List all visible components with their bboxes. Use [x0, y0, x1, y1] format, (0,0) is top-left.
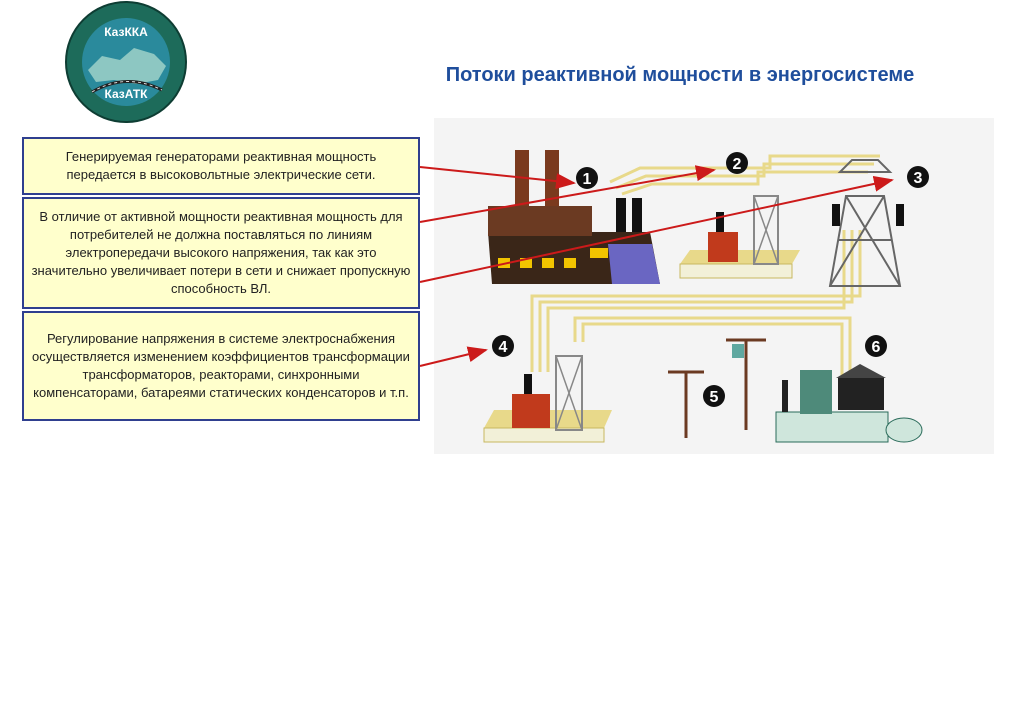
utility-poles: [668, 338, 766, 438]
transmission-tower: [828, 159, 904, 287]
kazkka-logo: КазККА КазАТК: [65, 1, 187, 123]
logo-top-text: КазККА: [104, 25, 148, 39]
badge-4-text: 4: [499, 339, 508, 356]
badge-1-text: 1: [583, 171, 592, 188]
badge-4: 4: [492, 335, 514, 357]
text-box-regulation: Регулирование напряжения в системе элект…: [22, 311, 420, 421]
consumer-facility: [775, 364, 923, 443]
text-box-generation-text: Генерируемая генераторами реактивная мощ…: [65, 149, 377, 182]
step-up-substation: [679, 195, 800, 279]
text-box-regulation-text: Регулирование напряжения в системе элект…: [32, 331, 410, 400]
annotation-arrows: [419, 165, 894, 367]
badge-5-text: 5: [710, 389, 719, 406]
badge-3-text: 3: [914, 170, 923, 187]
page-title: Потоки реактивной мощности в энергосисте…: [445, 64, 915, 86]
badge-2: 2: [726, 152, 748, 174]
diagram-background: [434, 118, 994, 454]
distribution-substation: [483, 355, 612, 443]
transmission-lines: [530, 154, 880, 386]
badge-2-text: 2: [733, 156, 742, 173]
badge-6-text: 6: [872, 339, 881, 356]
badge-5: 5: [703, 385, 725, 407]
text-box-transmission: В отличие от активной мощности реактивна…: [22, 197, 420, 309]
text-box-generation: Генерируемая генераторами реактивная мощ…: [22, 137, 420, 195]
pole-transformer: [732, 344, 744, 358]
badge-1: 1: [576, 167, 598, 189]
logo-bottom-text: КазАТК: [105, 87, 149, 101]
badge-3: 3: [907, 166, 929, 188]
power-plant: [488, 150, 660, 284]
text-box-transmission-text: В отличие от активной мощности реактивна…: [31, 209, 411, 296]
badge-6: 6: [865, 335, 887, 357]
